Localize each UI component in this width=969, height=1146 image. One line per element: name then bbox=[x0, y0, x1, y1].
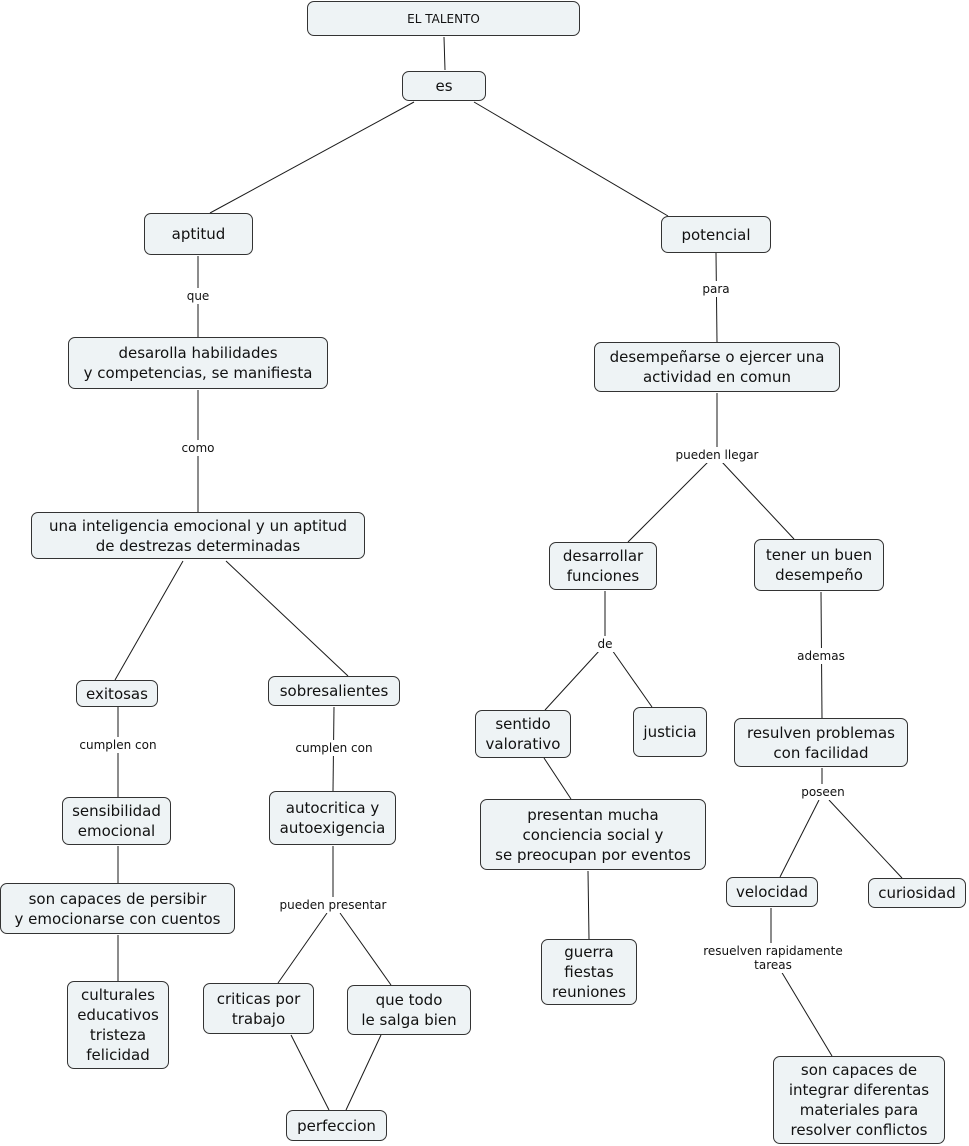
node-potencial[interactable]: potencial bbox=[661, 216, 771, 253]
node-justicia[interactable]: justicia bbox=[633, 707, 707, 757]
link bbox=[544, 649, 601, 711]
node-perfeccion[interactable]: perfeccion bbox=[286, 1110, 387, 1141]
node-desempenarse[interactable]: desempeñarse o ejercer una actividad en … bbox=[594, 342, 840, 392]
link-label-pueden-presentar: pueden presentar bbox=[277, 897, 389, 913]
node-desarrollar-funciones[interactable]: desarrollar funciones bbox=[549, 542, 657, 590]
node-guerra-fiestas[interactable]: guerra fiestas reuniones bbox=[541, 939, 637, 1005]
link bbox=[715, 252, 718, 343]
link-label-pueden-llegar: pueden llegar bbox=[673, 447, 761, 463]
node-curiosidad[interactable]: curiosidad bbox=[868, 878, 966, 908]
node-resuelven-problemas[interactable]: resulven problemas con facilidad bbox=[734, 718, 908, 767]
link-label-como: como bbox=[179, 440, 217, 456]
node-desarolla-habilidades[interactable]: desarolla habilidades y competencias, se… bbox=[68, 337, 328, 389]
link bbox=[473, 101, 669, 217]
node-capaces-persibir[interactable]: son capaces de persibir y emocionarse co… bbox=[0, 883, 235, 934]
link bbox=[543, 757, 572, 800]
link bbox=[780, 970, 833, 1057]
link bbox=[225, 560, 349, 677]
node-inteligencia-emocional[interactable]: una inteligencia emocional y un aptitud … bbox=[31, 512, 365, 559]
node-aptitud[interactable]: aptitud bbox=[144, 213, 253, 255]
node-presentan-mucha[interactable]: presentan mucha conciencia social y se p… bbox=[480, 799, 706, 870]
link bbox=[290, 1034, 330, 1111]
link bbox=[209, 101, 415, 214]
link bbox=[443, 36, 446, 71]
node-criticas-trabajo[interactable]: criticas por trabajo bbox=[203, 983, 314, 1034]
node-sentido-valorativo[interactable]: sentido valorativo bbox=[475, 710, 571, 758]
node-el-talento[interactable]: EL TALENTO bbox=[307, 1, 580, 36]
link-label-que: que bbox=[184, 288, 212, 304]
node-buen-desempeno[interactable]: tener un buen desempeño bbox=[754, 539, 884, 591]
link bbox=[779, 799, 820, 878]
link bbox=[828, 799, 903, 879]
link-label-ademas: ademas bbox=[795, 648, 847, 664]
link-label-de: de bbox=[595, 636, 615, 652]
node-exitosas[interactable]: exitosas bbox=[76, 680, 158, 707]
link bbox=[339, 912, 392, 986]
link bbox=[345, 1034, 382, 1111]
node-sobresalientes[interactable]: sobresalientes bbox=[268, 676, 400, 706]
link-label-cumplen-con: cumplen con bbox=[77, 737, 159, 753]
link bbox=[721, 461, 795, 540]
link-label-para: para bbox=[700, 281, 732, 297]
link-label-cumplen-con: cumplen con bbox=[293, 740, 375, 756]
link bbox=[277, 912, 328, 984]
link-label-resuelven-rapidamente: resuelven rapidamente tareas bbox=[701, 943, 845, 973]
link bbox=[611, 649, 653, 708]
node-velocidad[interactable]: velocidad bbox=[726, 877, 818, 907]
node-capaces-integrar[interactable]: son capaces de integrar diferentas mater… bbox=[773, 1056, 945, 1144]
link-label-poseen: poseen bbox=[799, 784, 847, 800]
link bbox=[587, 870, 590, 940]
node-autocritica[interactable]: autocritica y autoexigencia bbox=[269, 791, 396, 845]
link bbox=[114, 560, 184, 681]
link bbox=[627, 461, 709, 543]
node-sensibilidad-emocional[interactable]: sensibilidad emocional bbox=[62, 797, 171, 845]
node-que-todo[interactable]: que todo le salga bien bbox=[347, 985, 471, 1035]
node-culturales[interactable]: culturales educativos tristeza felicidad bbox=[67, 981, 169, 1069]
node-es[interactable]: es bbox=[402, 71, 486, 101]
